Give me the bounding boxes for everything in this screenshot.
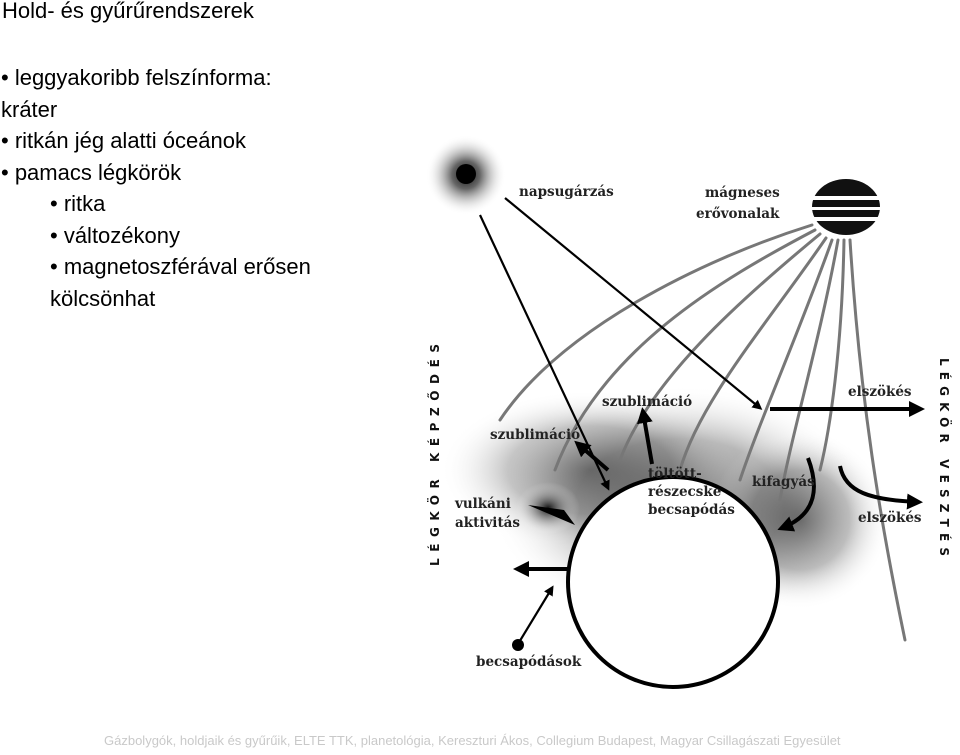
sub-bullet-item: kölcsönhat xyxy=(50,285,156,311)
label-kifagyas: kifagyás xyxy=(752,474,815,490)
process-arrows xyxy=(513,401,925,577)
label-szublimacio-left: szublimáció xyxy=(490,427,580,443)
sub-bullet-item: • magnetoszférával erősen xyxy=(50,254,311,279)
label-legkor-kepzodes: LÉGKÖR KÉPZŐDÉS xyxy=(427,344,442,566)
magnetic-field-lines xyxy=(498,223,907,642)
sun-icon xyxy=(426,135,506,215)
slide-title: Hold- és gyűrűrendszerek xyxy=(2,0,254,23)
bullet-item: • leggyakoribb felszínforma: xyxy=(1,65,272,90)
label-toltott-1: töltött- xyxy=(648,466,702,482)
label-vulkani-1: vulkáni xyxy=(454,496,511,512)
label-magneses: mágneses xyxy=(705,185,780,201)
label-elszokes-top: elszökés xyxy=(848,384,912,400)
moon-surface xyxy=(566,475,780,689)
planet-icon xyxy=(812,179,880,235)
sub-bullet-item: • változékony xyxy=(50,222,180,248)
label-legkor-vesztes: LÉGKÖR VESZTÉS xyxy=(937,358,952,556)
slide-footer: Gázbolygók, holdjaik és gyűrűik, ELTE TT… xyxy=(104,733,841,748)
label-becsapodasok: becsapódások xyxy=(476,654,582,670)
sub-bullet-item: • ritka xyxy=(50,191,106,216)
bullet-list: • leggyakoribb felszínforma: kráter • ri… xyxy=(0,62,311,314)
bullet-item: kráter xyxy=(1,96,58,122)
label-toltott-3: becsapódás xyxy=(648,502,735,518)
label-vulkani-2: aktivitás xyxy=(455,515,520,531)
label-toltott-2: részecske xyxy=(648,484,721,500)
label-erovonalak: erővonalak xyxy=(696,206,780,222)
bullet-item: • pamacs légkörök xyxy=(1,159,182,185)
volcano-icon xyxy=(516,482,580,534)
label-napsugarzas: napsugárzás xyxy=(519,184,614,200)
bullet-item: • ritkán jég alatti óceánok xyxy=(1,128,246,153)
label-szublimacio-top: szublimáció xyxy=(602,394,692,410)
label-elszokes-bottom: elszökés xyxy=(858,510,922,526)
meteor-icon xyxy=(512,585,554,651)
